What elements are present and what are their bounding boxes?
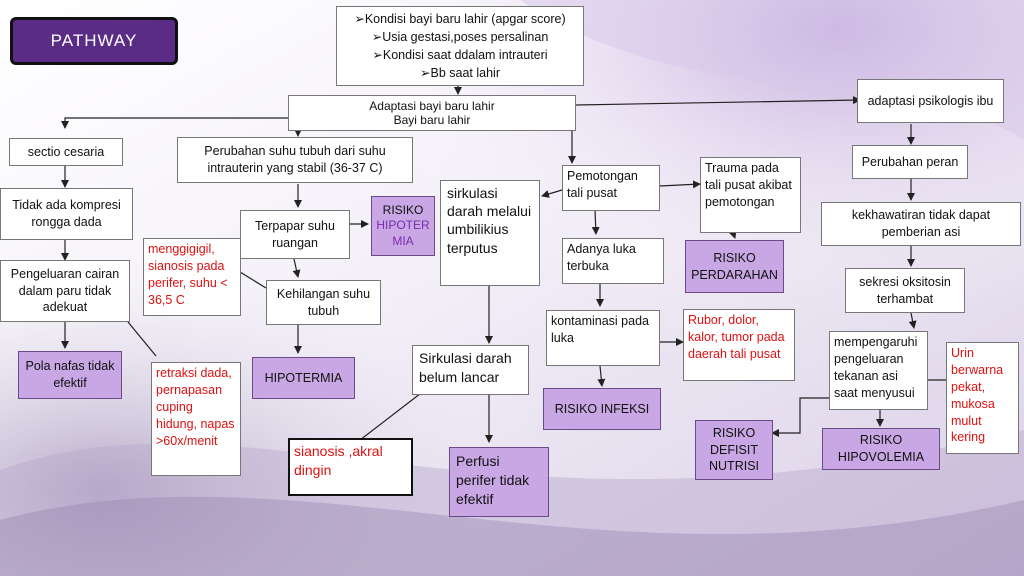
risiko-hipotermia-line1: RISIKO xyxy=(382,202,424,217)
node-sirkulasi-belum-lancar: Sirkulasi darah belum lancar xyxy=(412,345,529,395)
node-perubahan-peran: Perubahan peran xyxy=(852,145,968,179)
node-risiko-defisit-nutrisi: RISIKO DEFISIT NUTRISI xyxy=(695,420,773,480)
node-adaptasi-psikologis: adaptasi psikologis ibu xyxy=(857,79,1004,123)
factor-intrauteri: Kondisi saat ddalam intrauteri xyxy=(343,46,577,64)
node-kekhawatiran: kekhawatiran tidak dapat pemberian asi xyxy=(821,202,1021,246)
node-luka-terbuka: Adanya luka terbuka xyxy=(562,238,664,284)
node-kehilangan-suhu: Kehilangan suhu tubuh xyxy=(266,280,381,325)
node-rubor-dolor: Rubor, dolor, kalor, tumor pada daerah t… xyxy=(683,309,795,381)
node-sekresi-oksitosin: sekresi oksitosin terhambat xyxy=(845,268,965,313)
node-adaptasi-bayi: Adaptasi bayi baru lahir Bayi baru lahir xyxy=(288,95,576,131)
node-risiko-perdarahan: RISIKO PERDARAHAN xyxy=(685,240,784,293)
node-risiko-infeksi: RISIKO INFEKSI xyxy=(543,388,661,430)
factor-apgar: Kondisi bayi baru lahir (apgar score) xyxy=(343,10,577,28)
node-risiko-hipotermia: RISIKO HIPOTER MIA xyxy=(371,196,435,256)
node-perfusi-perifer: Perfusi perifer tidak efektif xyxy=(449,447,549,517)
risiko-hipotermia-line3: MIA xyxy=(392,233,414,248)
node-menggigil: menggigigil, sianosis pada perifer, suhu… xyxy=(143,238,241,316)
node-hipotermia: HIPOTERMIA xyxy=(252,357,355,399)
node-risiko-hipovolemia: RISIKO HIPOVOLEMIA xyxy=(822,428,940,470)
page-title: PATHWAY xyxy=(10,17,178,65)
node-trauma: Trauma pada tali pusat akibat pemotongan xyxy=(700,157,801,233)
node-retraksi: retraksi dada, pernapasan cuping hidung,… xyxy=(151,362,241,476)
node-tidak-ada-kompresi: Tidak ada kompresi rongga dada xyxy=(0,188,133,240)
risiko-hipotermia-line2: HIPOTER xyxy=(376,218,430,233)
node-sirkulasi-terputus: sirkulasi darah melalui umbilikius terpu… xyxy=(440,180,540,286)
factors-list: Kondisi bayi baru lahir (apgar score) Us… xyxy=(336,6,584,86)
node-kontaminasi: kontaminasi pada luka xyxy=(546,310,660,366)
node-pemotongan: Pemotongan tali pusat xyxy=(562,165,660,211)
node-pengeluaran-cairan: Pengeluaran cairan dalam paru tidak adek… xyxy=(0,260,130,322)
node-terpapar: Terpapar suhu ruangan xyxy=(240,210,350,259)
node-sianosis: sianosis ,akral dingin xyxy=(288,438,413,496)
factor-bb: Bb saat lahir xyxy=(343,64,577,82)
factor-gestasi: Usia gestasi,poses persalinan xyxy=(343,28,577,46)
node-pola-nafas: Pola nafas tidak efektif xyxy=(18,351,122,399)
node-mempengaruhi: mempengaruhi pengeluaran tekanan asi saa… xyxy=(829,331,928,410)
node-sectio: sectio cesaria xyxy=(9,138,123,166)
node-perubahan-suhu: Perubahan suhu tubuh dari suhu intrauter… xyxy=(177,137,413,183)
node-urin: Urin berwarna pekat, mukosa mulut kering xyxy=(946,342,1019,454)
